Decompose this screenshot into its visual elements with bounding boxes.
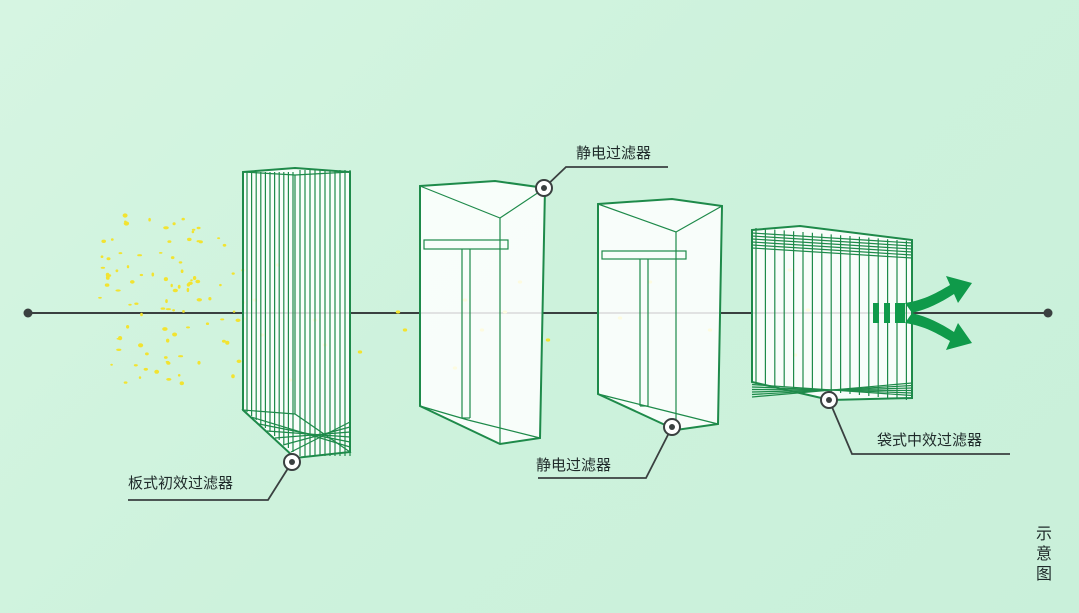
label-electrostatic-filter-2: 静电过滤器 [536, 456, 611, 474]
callout-filter1: 板式初效过滤器 [128, 453, 301, 501]
callout-filter2: 静电过滤器 [535, 144, 668, 197]
line-start-dot [23, 308, 33, 318]
line-end-dot [1043, 308, 1053, 318]
panel-primary-filter [241, 166, 352, 460]
electrostatic-filter-1 [419, 179, 547, 446]
label-panel-primary-filter: 板式初效过滤器 [128, 474, 233, 492]
caption-schematic: 示意图 [1035, 524, 1052, 583]
electrostatic-filter-2 [597, 197, 724, 432]
outlet-arrow-icon [873, 276, 972, 350]
callout-filter4: 袋式中效过滤器 [820, 391, 1010, 455]
bag-medium-filter [751, 224, 913, 402]
label-bag-medium-filter: 袋式中效过滤器 [877, 431, 982, 449]
label-electrostatic-filter-1: 静电过滤器 [576, 144, 651, 162]
callout-filter3: 静电过滤器 [536, 418, 681, 479]
